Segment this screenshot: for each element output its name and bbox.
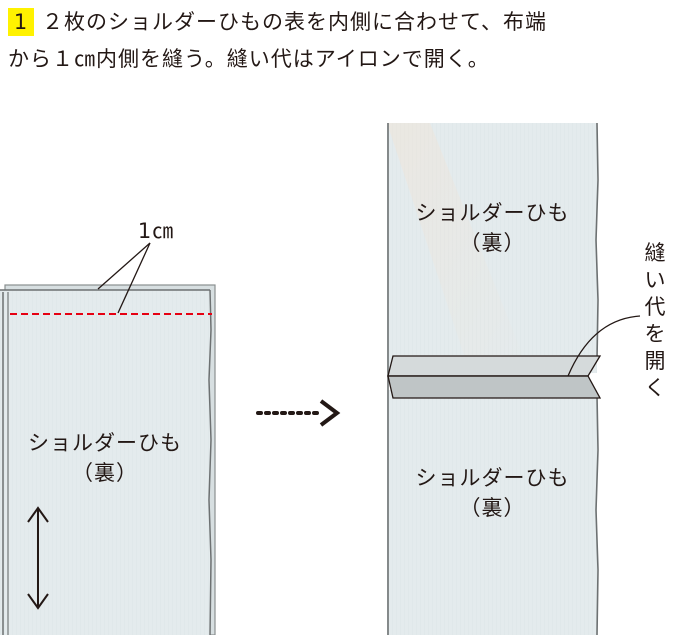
- grain-direction-arrow: [27, 506, 49, 610]
- step-instruction: 1 ２枚のショルダーひもの表を内側に合わせて、布端 から１㎝内側を縫う。縫い代はア…: [8, 4, 676, 78]
- callout-char-6: く: [644, 376, 666, 400]
- callout-char-3: 代: [644, 295, 666, 319]
- callout-char-5: 開: [644, 349, 666, 373]
- callout-char-1: 縫: [644, 241, 666, 265]
- front-strap: [0, 290, 210, 635]
- top-strap-shine: [387, 123, 530, 373]
- callout-leader: [567, 315, 641, 377]
- top-strap-label-line-1: ショルダーひも: [415, 201, 570, 225]
- bottom-strap: [387, 390, 597, 635]
- process-arrow: [256, 399, 341, 427]
- callout-char-4: を: [644, 322, 666, 346]
- callout-char-2: い: [644, 268, 666, 292]
- measure-label: 1㎝: [137, 219, 175, 243]
- instruction-text-1: ２枚のショルダーひもの表を内側に合わせて、布端: [42, 10, 547, 34]
- top-strap-label-line-2: （裏）: [459, 231, 526, 255]
- front-strap-edge: [0, 289, 212, 635]
- left-strap-label-line-1: ショルダーひも: [28, 431, 182, 455]
- bottom-strap-label-line-1: ショルダーひも: [415, 466, 570, 490]
- instruction-line-1: 1 ２枚のショルダーひもの表を内側に合わせて、布端: [8, 4, 676, 41]
- left-strap-illustration: [0, 242, 216, 635]
- left-strap-label: ショルダーひも （裏）: [10, 428, 200, 488]
- measure-leader-2: [117, 242, 151, 314]
- left-strap-label-line-2: （裏）: [72, 461, 138, 485]
- seam-allowance: [387, 355, 602, 399]
- seam-allowance-callout: 縫 い 代 を 開 く: [640, 240, 670, 402]
- right-strap-illustration: [387, 122, 641, 635]
- measure-leader-1: [97, 242, 151, 290]
- bottom-strap-label-line-2: （裏）: [459, 496, 526, 520]
- instruction-line-2: から１㎝内側を縫う。縫い代はアイロンで開く。: [8, 47, 490, 71]
- top-strap-label: ショルダーひも （裏）: [395, 198, 590, 258]
- step-number-badge: 1: [8, 8, 34, 36]
- bottom-strap-label: ショルダーひも （裏）: [395, 463, 590, 523]
- right-strap-right-edge: [595, 122, 599, 635]
